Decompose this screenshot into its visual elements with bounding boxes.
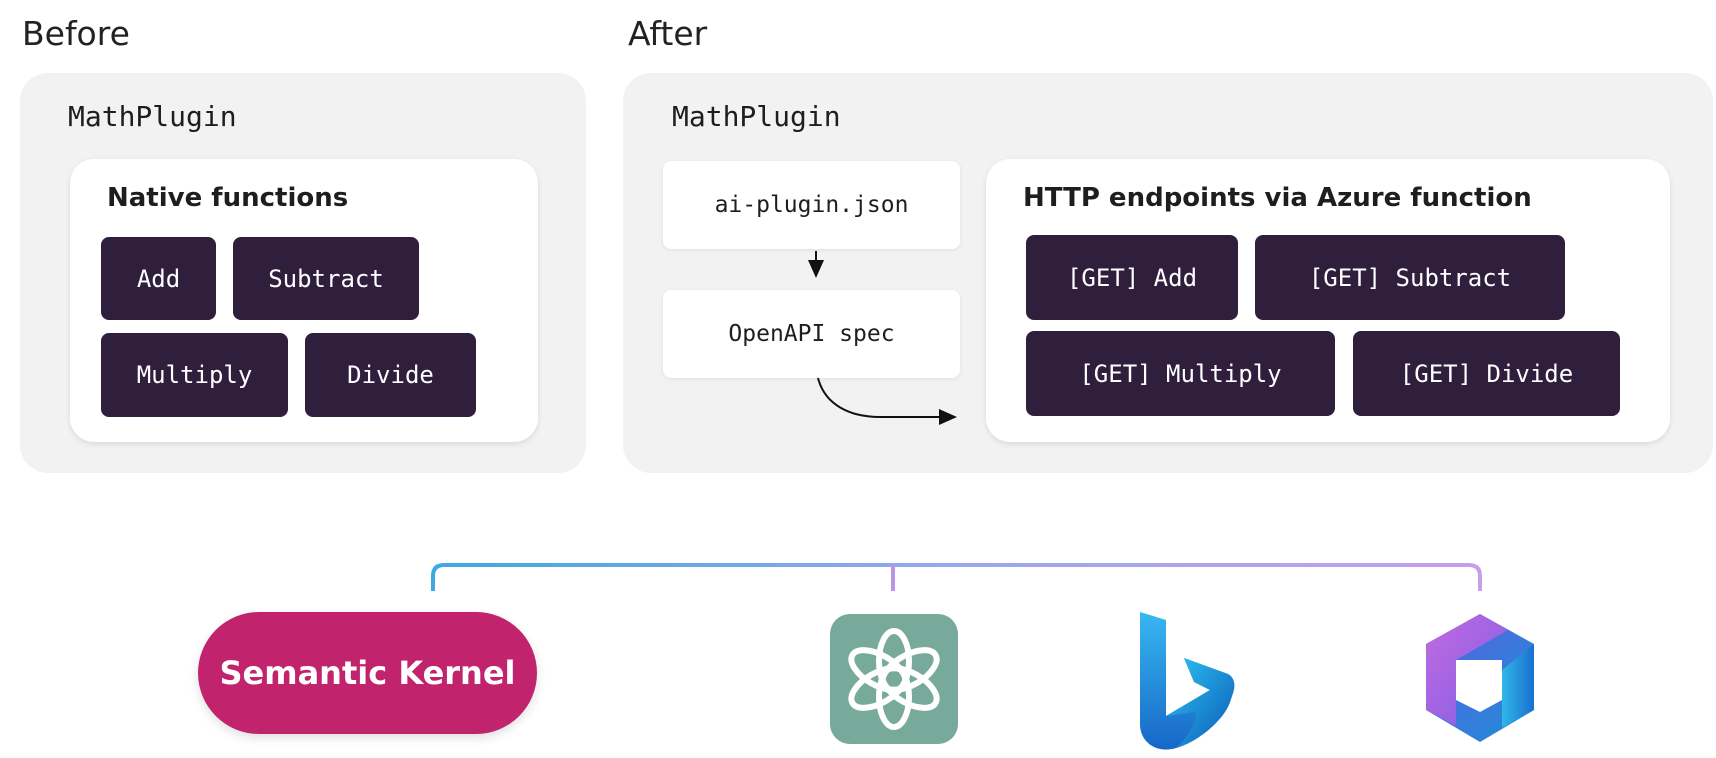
before-title: Before <box>22 14 130 53</box>
before-plugin-name: MathPlugin <box>68 100 237 133</box>
semantic-kernel-badge: Semantic Kernel <box>198 612 537 734</box>
endpoint-divide: [GET] Divide <box>1353 331 1620 416</box>
function-subtract: Subtract <box>233 237 419 320</box>
ai-plugin-json-file: ai-plugin.json <box>663 161 960 249</box>
spec-to-endpoints-arrow <box>817 377 957 425</box>
function-multiply: Multiply <box>101 333 288 417</box>
endpoint-subtract: [GET] Subtract <box>1255 235 1565 320</box>
endpoint-add: [GET] Add <box>1026 235 1238 320</box>
chatgpt-icon <box>830 614 958 744</box>
after-plugin-name: MathPlugin <box>672 100 841 133</box>
after-title: After <box>628 14 708 53</box>
openapi-spec-file: OpenAPI spec <box>663 290 960 378</box>
microsoft365-icon <box>1426 614 1534 742</box>
function-add: Add <box>101 237 216 320</box>
function-divide: Divide <box>305 333 476 417</box>
endpoint-multiply: [GET] Multiply <box>1026 331 1335 416</box>
native-functions-title: Native functions <box>107 183 349 213</box>
consumer-bus <box>431 563 1482 591</box>
http-endpoints-title: HTTP endpoints via Azure function <box>1023 183 1532 213</box>
bing-icon <box>1140 612 1235 750</box>
